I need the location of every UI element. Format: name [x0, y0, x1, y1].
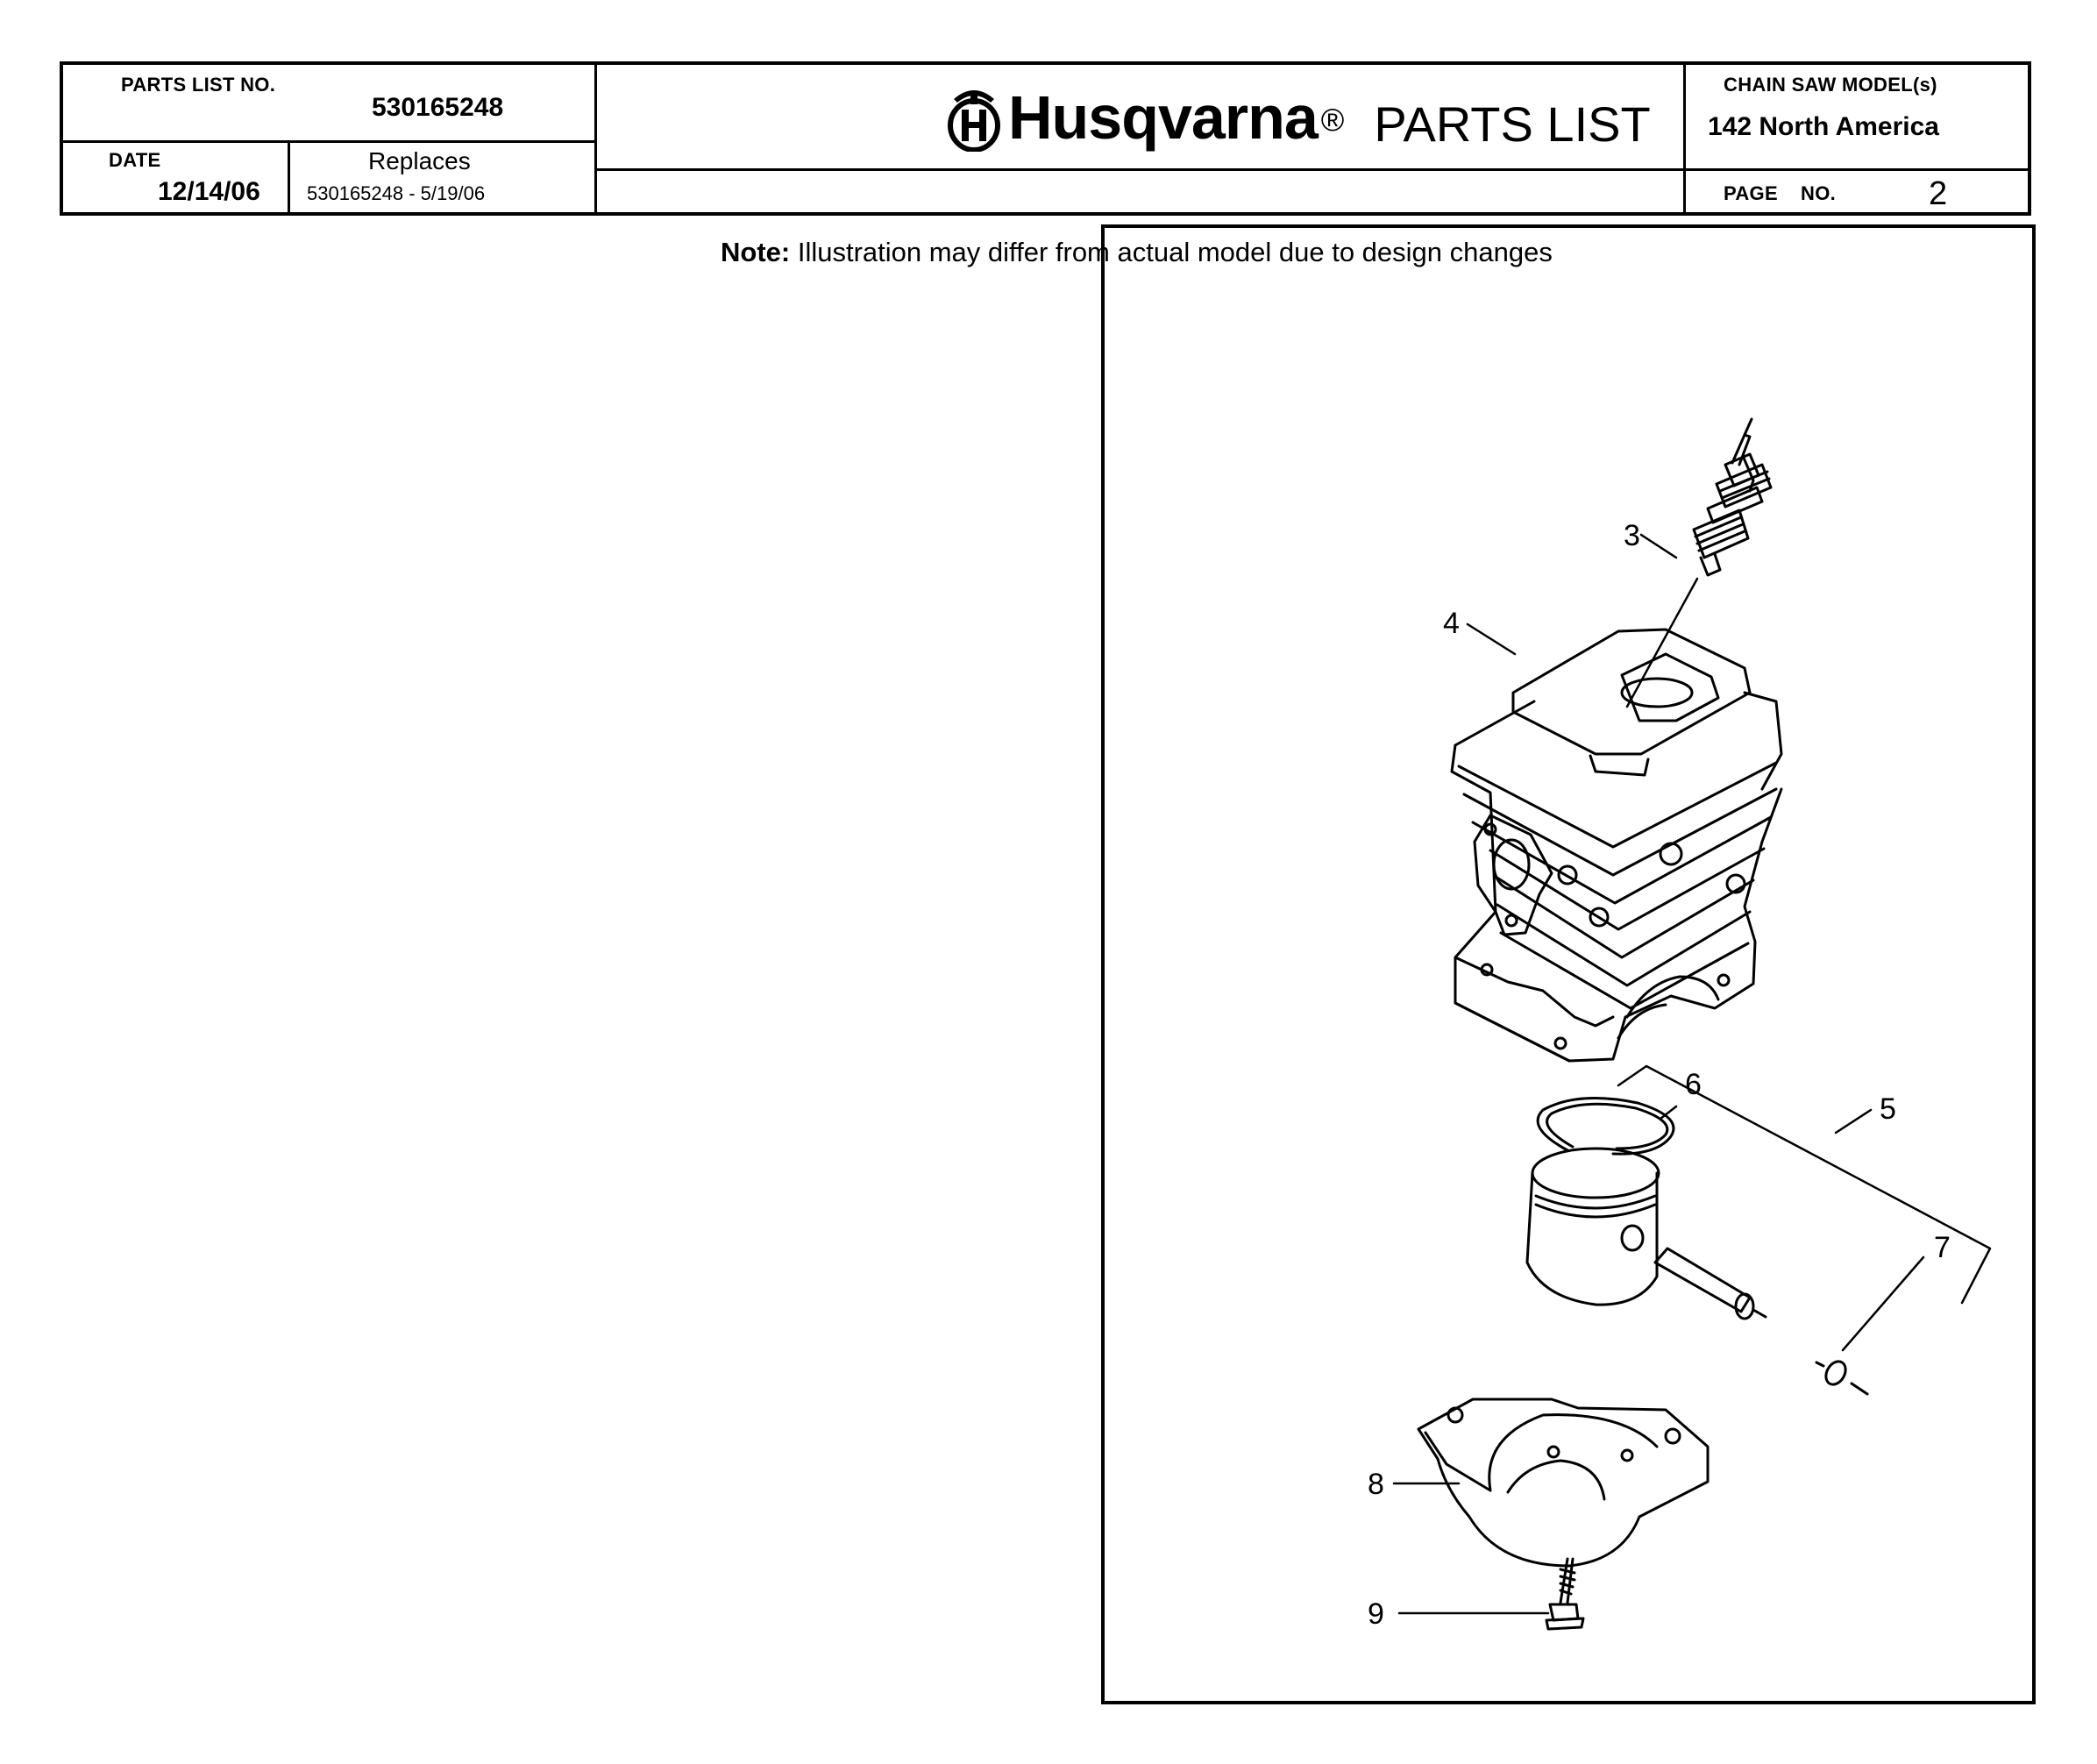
date-label: DATE — [109, 149, 161, 171]
parts-list-no-label: PARTS LIST NO. — [121, 74, 276, 96]
document-title: PARTS LIST — [1374, 96, 1651, 152]
spark-plug-part — [1692, 417, 1773, 577]
note-text: Illustration may differ from actual mode… — [790, 237, 1553, 267]
divider — [1683, 168, 2031, 171]
circlip-part — [1815, 1360, 1869, 1396]
piston-pin-part — [1653, 1247, 1767, 1320]
brand-title-block: Husqvarna ® PARTS LIST — [947, 82, 1651, 153]
callout-8: 8 — [1368, 1468, 1384, 1501]
piston-ring-part — [1536, 1097, 1675, 1156]
page-number: 2 — [1929, 175, 1948, 212]
brand-name: Husqvarna — [1008, 83, 1319, 152]
replaces-value: 530165248 - 5/19/06 — [307, 182, 486, 204]
replaces-label: Replaces — [368, 147, 471, 174]
divider — [1683, 65, 1686, 212]
callout-7: 7 — [1934, 1231, 1951, 1264]
parts-list-number: 530165248 — [372, 93, 504, 122]
model-label: CHAIN SAW MODEL(s) — [1724, 74, 1937, 96]
illustration-note: Note: Illustration may differ from actua… — [721, 237, 1553, 268]
parts-illustration: 3 4 5 6 7 8 9 — [1368, 417, 1992, 1631]
registered-mark: ® — [1320, 102, 1345, 138]
model-value: 142 North America — [1708, 112, 1939, 141]
leader-lines — [1392, 533, 1992, 1615]
page-label: PAGE — [1724, 182, 1778, 204]
callout-4: 4 — [1443, 607, 1460, 640]
callout-9: 9 — [1368, 1597, 1384, 1631]
crankcase-half-part — [1417, 1398, 1710, 1568]
divider — [594, 168, 2031, 171]
divider — [288, 140, 290, 212]
cylinder-part — [1450, 628, 1783, 1063]
piston-part — [1525, 1147, 1660, 1306]
divider — [63, 140, 594, 143]
date-value: 12/14/06 — [158, 177, 260, 206]
divider — [594, 65, 597, 212]
callout-6: 6 — [1685, 1068, 1702, 1101]
exploded-parts-diagram: 3 4 5 6 7 8 9 — [1101, 224, 2036, 1704]
note-label: Note: — [721, 237, 791, 267]
husqvarna-crown-logo-icon — [948, 90, 1000, 152]
callout-3: 3 — [1624, 519, 1640, 552]
parts-list-header: PARTS LIST NO. 530165248 DATE 12/14/06 R… — [60, 61, 2031, 267]
screw-part — [1545, 1557, 1585, 1631]
callout-5: 5 — [1880, 1092, 1896, 1126]
page-no-label: NO. — [1801, 182, 1837, 204]
